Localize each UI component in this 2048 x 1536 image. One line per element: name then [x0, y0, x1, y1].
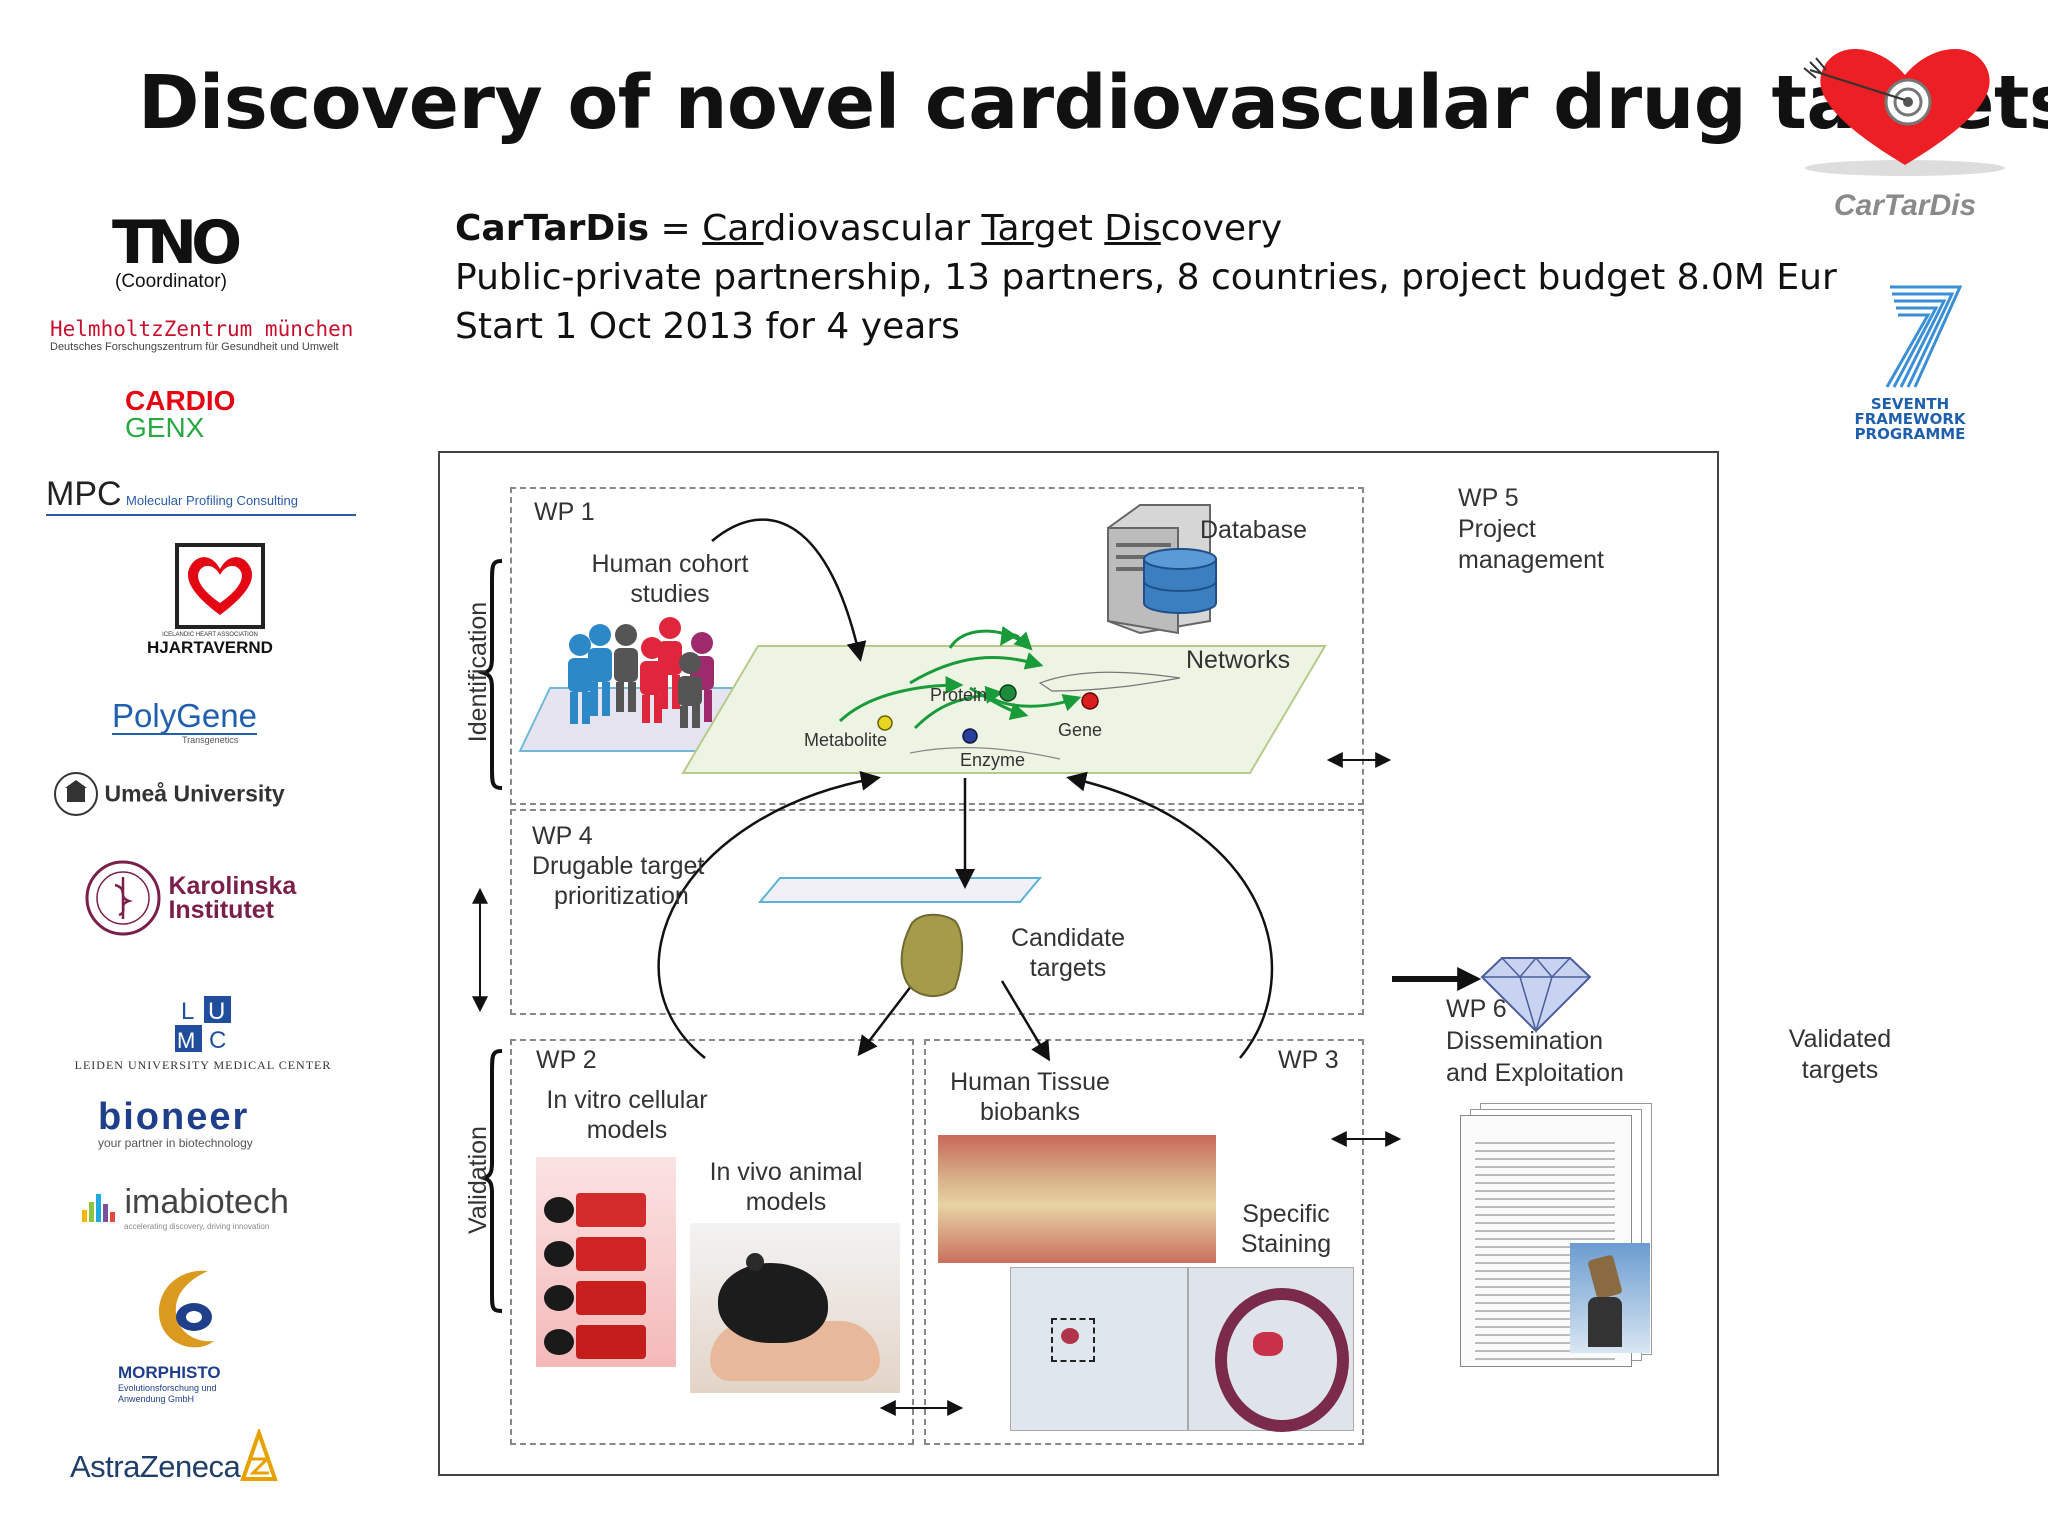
intro-block: CarTarDis = Cardiovascular Target Discov… [455, 204, 1837, 351]
candidate-targets-label: Candidate targets [1011, 924, 1125, 982]
metabolite-label: Metabolite [804, 730, 888, 750]
metabolite-node [877, 715, 893, 731]
svg-text:U: U [208, 998, 225, 1025]
partner-hjartavernd: ICELANDIC HEART ASSOCIATION HJARTAVERND [135, 543, 305, 658]
specific-staining-label: Specific Staining [1240, 1200, 1332, 1258]
svg-text:M: M [177, 1028, 195, 1053]
wp2-box [510, 1039, 914, 1445]
workflow-diagram: WP 1 Human cohort studies Database Netwo… [438, 451, 1719, 1476]
cell-culture-flasks-image [536, 1157, 676, 1367]
wp3-label: WP 3 [1278, 1046, 1339, 1074]
partner-polygene: PolyGene Transgenetics [112, 697, 257, 745]
tno-coordinator-label: (Coordinator) [115, 271, 227, 292]
mouse-on-hand-image [690, 1223, 900, 1393]
in-vitro-label: In vitro cellular models [546, 1086, 708, 1144]
staining-overview-image [1010, 1267, 1188, 1431]
candidate-target-icon [900, 913, 964, 998]
intro-line-2: Public-private partnership, 13 partners,… [455, 257, 1837, 298]
wp2-label: WP 2 [536, 1046, 597, 1074]
hjartavernd-heart-icon [175, 543, 265, 629]
partner-imabiotech: imabiotech accelerating discovery, drivi… [80, 1183, 289, 1231]
tissue-biobanks-label: Human Tissue biobanks [950, 1068, 1110, 1126]
lumc-letters-icon: L U M C [175, 996, 231, 1054]
wp5-label: WP 5 Project management [1458, 484, 1604, 574]
cohort-label: Human cohort studies [591, 550, 749, 608]
fp7-text-2: PROGRAMME [1854, 425, 1966, 443]
fp7-seven-icon [1885, 285, 1963, 388]
validated-targets-label: Validated targets [1788, 1025, 1892, 1084]
partner-astrazeneca: AstraZeneca [70, 1426, 279, 1485]
gene-label: Gene [1058, 720, 1103, 740]
fp7-logo: SEVENTH FRAMEWORK PROGRAMME [1820, 282, 2000, 442]
partner-umea: Umeå University [52, 770, 285, 818]
karolinska-seal-icon [85, 860, 161, 936]
gene-node [1081, 692, 1099, 710]
partner-helmholtz: HelmholtzZentrum münchen Deutsches Forsc… [50, 317, 354, 353]
tno-logo: TNO [112, 208, 242, 278]
database-label: Database [1200, 516, 1308, 544]
astrazeneca-symbol-icon [239, 1426, 278, 1481]
tissue-sample-image [938, 1135, 1216, 1263]
cartardis-logo: CarTarDis [1790, 40, 2020, 222]
partner-lumc: L U M C Leiden University Medical Center [58, 995, 348, 1073]
database-icon [1107, 504, 1217, 635]
wp3-box [924, 1039, 1364, 1445]
validation-phase-label: Validation [464, 1126, 492, 1234]
svg-text:L: L [181, 998, 194, 1025]
identification-phase-label: Identification [464, 601, 492, 743]
protein-node [999, 684, 1017, 702]
fp7-text-1: SEVENTH FRAMEWORK [1854, 395, 1966, 428]
protein-label: Protein [930, 685, 988, 705]
partner-tno: TNO (Coordinator) [112, 208, 312, 293]
cartardis-logo-text: CarTarDis [1833, 189, 1977, 222]
wp4-label: WP 4 Drugable target prioritization [532, 822, 705, 910]
staining-detail-image [1188, 1267, 1354, 1432]
heart-target-icon [1803, 48, 2005, 176]
partner-mpc: MPC Molecular Profiling Consulting [46, 475, 356, 516]
svg-text:C: C [209, 1027, 226, 1053]
umea-seal-icon [54, 772, 98, 816]
in-vivo-label: In vivo animal models [709, 1158, 863, 1216]
wp1-box [510, 487, 1364, 805]
wp6-label: WP 6 Dissemination and Exploitation [1446, 995, 1624, 1087]
intro-line-1: CarTarDis = Cardiovascular Target Discov… [455, 208, 1283, 249]
intro-line-3: Start 1 Oct 2013 for 4 years [455, 306, 960, 347]
partner-cardiogenx: CARDIO GENX [125, 385, 236, 443]
partner-morphisto: MORPHISTO Evolutionsforschung und Anwend… [118, 1263, 318, 1405]
diagram-connectors [472, 504, 1592, 1416]
networks-label: Networks [1186, 646, 1291, 674]
wp1-label: WP 1 [534, 498, 595, 526]
diamond-icon [1480, 956, 1592, 1034]
megaphone-image [1570, 1243, 1650, 1353]
wp4-box [510, 809, 1364, 1015]
partner-bioneer: bioneer your partner in biotechnology [98, 1096, 253, 1150]
enzyme-node [962, 728, 978, 744]
publication-papers-image [1452, 1103, 1652, 1367]
imabiotech-bars-icon [82, 1194, 115, 1222]
cartardis-name: CarTarDis [455, 208, 650, 249]
partner-karolinska: Karolinska Institutet [82, 857, 296, 939]
morphisto-logo-icon [159, 1270, 214, 1348]
enzyme-label: Enzyme [960, 750, 1026, 770]
partner-logos: TNO (Coordinator) HelmholtzZentrum münch… [40, 205, 400, 1535]
cohort-people-icon [568, 617, 714, 728]
page-title: Discovery of novel cardiovascular drug t… [138, 60, 2048, 146]
